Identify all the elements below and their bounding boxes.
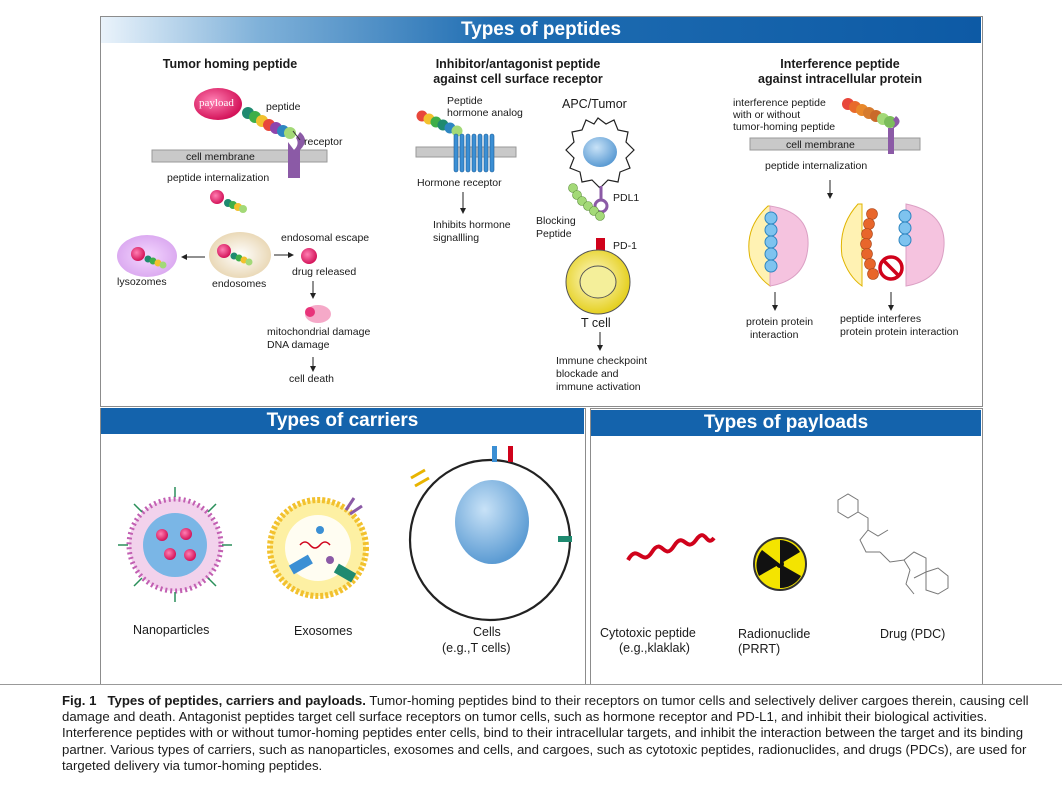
pd1-label: PD-1	[613, 240, 637, 252]
homing-title: Tumor homing peptide	[162, 57, 298, 71]
no-entry-icon	[878, 255, 904, 281]
drug-released-label: drug released	[292, 266, 357, 278]
endosomal-escape-label: endosomal escape	[281, 232, 370, 244]
nanoparticle-icon	[118, 487, 232, 602]
endosome-icon	[209, 232, 271, 278]
caption-divider	[0, 684, 1062, 685]
cytotoxic-peptide-icon	[626, 533, 716, 562]
inhibitor-title-line1: Inhibitor/antagonist peptide	[435, 57, 601, 71]
drug-label: Drug (PDC)	[880, 627, 946, 641]
interference-membrane	[749, 137, 921, 151]
interferes-label-line2: protein protein interaction	[840, 326, 959, 338]
interference-desc-line1: interference peptide	[733, 97, 826, 109]
cytotoxic-label-line2: (e.g.,klaklak)	[619, 641, 690, 655]
homing-receptor-icon	[288, 132, 305, 178]
dna-damage-label: DNA damage	[267, 339, 330, 351]
blocking-peptide-icon	[568, 183, 605, 221]
apc-tumor-label: APC/Tumor	[562, 97, 627, 111]
interferes-label-line1: peptide interferes	[840, 313, 922, 325]
exosomes-label: Exosomes	[294, 624, 353, 638]
ppi-label-line1: protein protein	[746, 316, 814, 328]
tcell-icon	[565, 249, 631, 315]
checkpoint-label-line3: immune activation	[556, 381, 641, 393]
homing-membrane	[151, 149, 328, 163]
cells-label-line2: (e.g.,T cells)	[442, 641, 511, 655]
hormone-receptor-icon	[453, 133, 495, 173]
released-drug-icon	[301, 248, 317, 264]
peptides-banner: Types of peptides	[101, 17, 981, 43]
figure-caption: Fig. 1 Types of peptides, carriers and p…	[62, 693, 1047, 774]
apc-tumor-cell-icon	[565, 117, 635, 189]
pd1-icon	[596, 238, 605, 254]
payload-label: payload	[199, 97, 234, 109]
interference-desc-line2: with or without	[733, 109, 801, 121]
checkpoint-label-line2: blockade and	[556, 368, 619, 380]
lysozomes-label: lysozomes	[117, 276, 167, 288]
interference-title-line1: Interference peptide	[780, 57, 900, 71]
inhibits-label-line2: signallling	[433, 232, 480, 244]
ppi-label-line2: interaction	[750, 329, 799, 341]
lysozome-icon	[117, 235, 177, 277]
interference-internalization-label: peptide internalization	[765, 160, 868, 172]
inhibitor-title-line2: against cell surface receptor	[433, 72, 603, 86]
interference-peptide-icon	[842, 98, 896, 128]
peptide-label: peptide	[266, 101, 301, 113]
mitochondria-icon	[305, 305, 331, 323]
homing-receptor-leader	[292, 130, 301, 141]
cell-death-label: cell death	[289, 373, 334, 385]
caption-label: Fig. 1	[62, 693, 97, 708]
ppi-pair-icon	[748, 205, 809, 287]
cytotoxic-label-line1: Cytotoxic peptide	[600, 626, 696, 640]
inhibits-label-line1: Inhibits hormone	[433, 219, 511, 231]
cells-label-line1: Cells	[473, 625, 501, 639]
interference-membrane-label: cell membrane	[786, 139, 855, 151]
caption-title: Types of peptides, carriers and payloads…	[107, 693, 366, 708]
internalized-peptide-icon	[210, 190, 247, 213]
hormone-receptor-label: Hormone receptor	[417, 177, 502, 189]
peptides-panel	[100, 16, 983, 407]
ppi-blocked-icon	[840, 203, 945, 287]
receptor-label: receptor	[304, 136, 343, 148]
tcell-carrier-icon	[408, 446, 572, 622]
tcell-label: T cell	[581, 316, 611, 330]
homing-membrane-label: cell membrane	[186, 151, 255, 163]
checkpoint-label-line1: Immune checkpoint	[556, 355, 648, 367]
endosomes-label: endosomes	[212, 278, 267, 290]
exosome-icon	[267, 497, 369, 599]
drug-structure-icon	[837, 493, 949, 595]
payloads-banner: Types of payloads	[591, 410, 981, 436]
radionuclide-label-line1: Radionuclide	[738, 627, 811, 641]
radionuclide-icon	[753, 537, 807, 591]
pdl1-label: PDL1	[613, 192, 640, 204]
analog-label-line1: Peptide	[447, 95, 483, 107]
analog-label-line2: hormone analog	[447, 107, 523, 119]
interference-receptor-icon	[888, 116, 900, 154]
blocking-label-line1: Blocking	[536, 215, 576, 227]
homing-payload-icon	[194, 88, 242, 120]
interference-title-line2: against intracellular protein	[758, 72, 922, 86]
hormone-analog-icon	[416, 110, 463, 137]
homing-peptide-chain-icon	[242, 107, 296, 139]
mito-damage-label: mitochondrial damage	[267, 326, 371, 338]
nanoparticles-label: Nanoparticles	[133, 623, 210, 637]
homing-internalization-label: peptide internalization	[167, 172, 270, 184]
radionuclide-label-line2: (PRRT)	[738, 642, 781, 656]
interference-desc-line3: tumor-homing peptide	[733, 121, 836, 133]
carriers-banner: Types of carriers	[101, 408, 584, 434]
blocking-label-line2: Peptide	[536, 228, 572, 240]
caption-body: Tumor-homing peptides bind to their rece…	[62, 693, 1029, 773]
